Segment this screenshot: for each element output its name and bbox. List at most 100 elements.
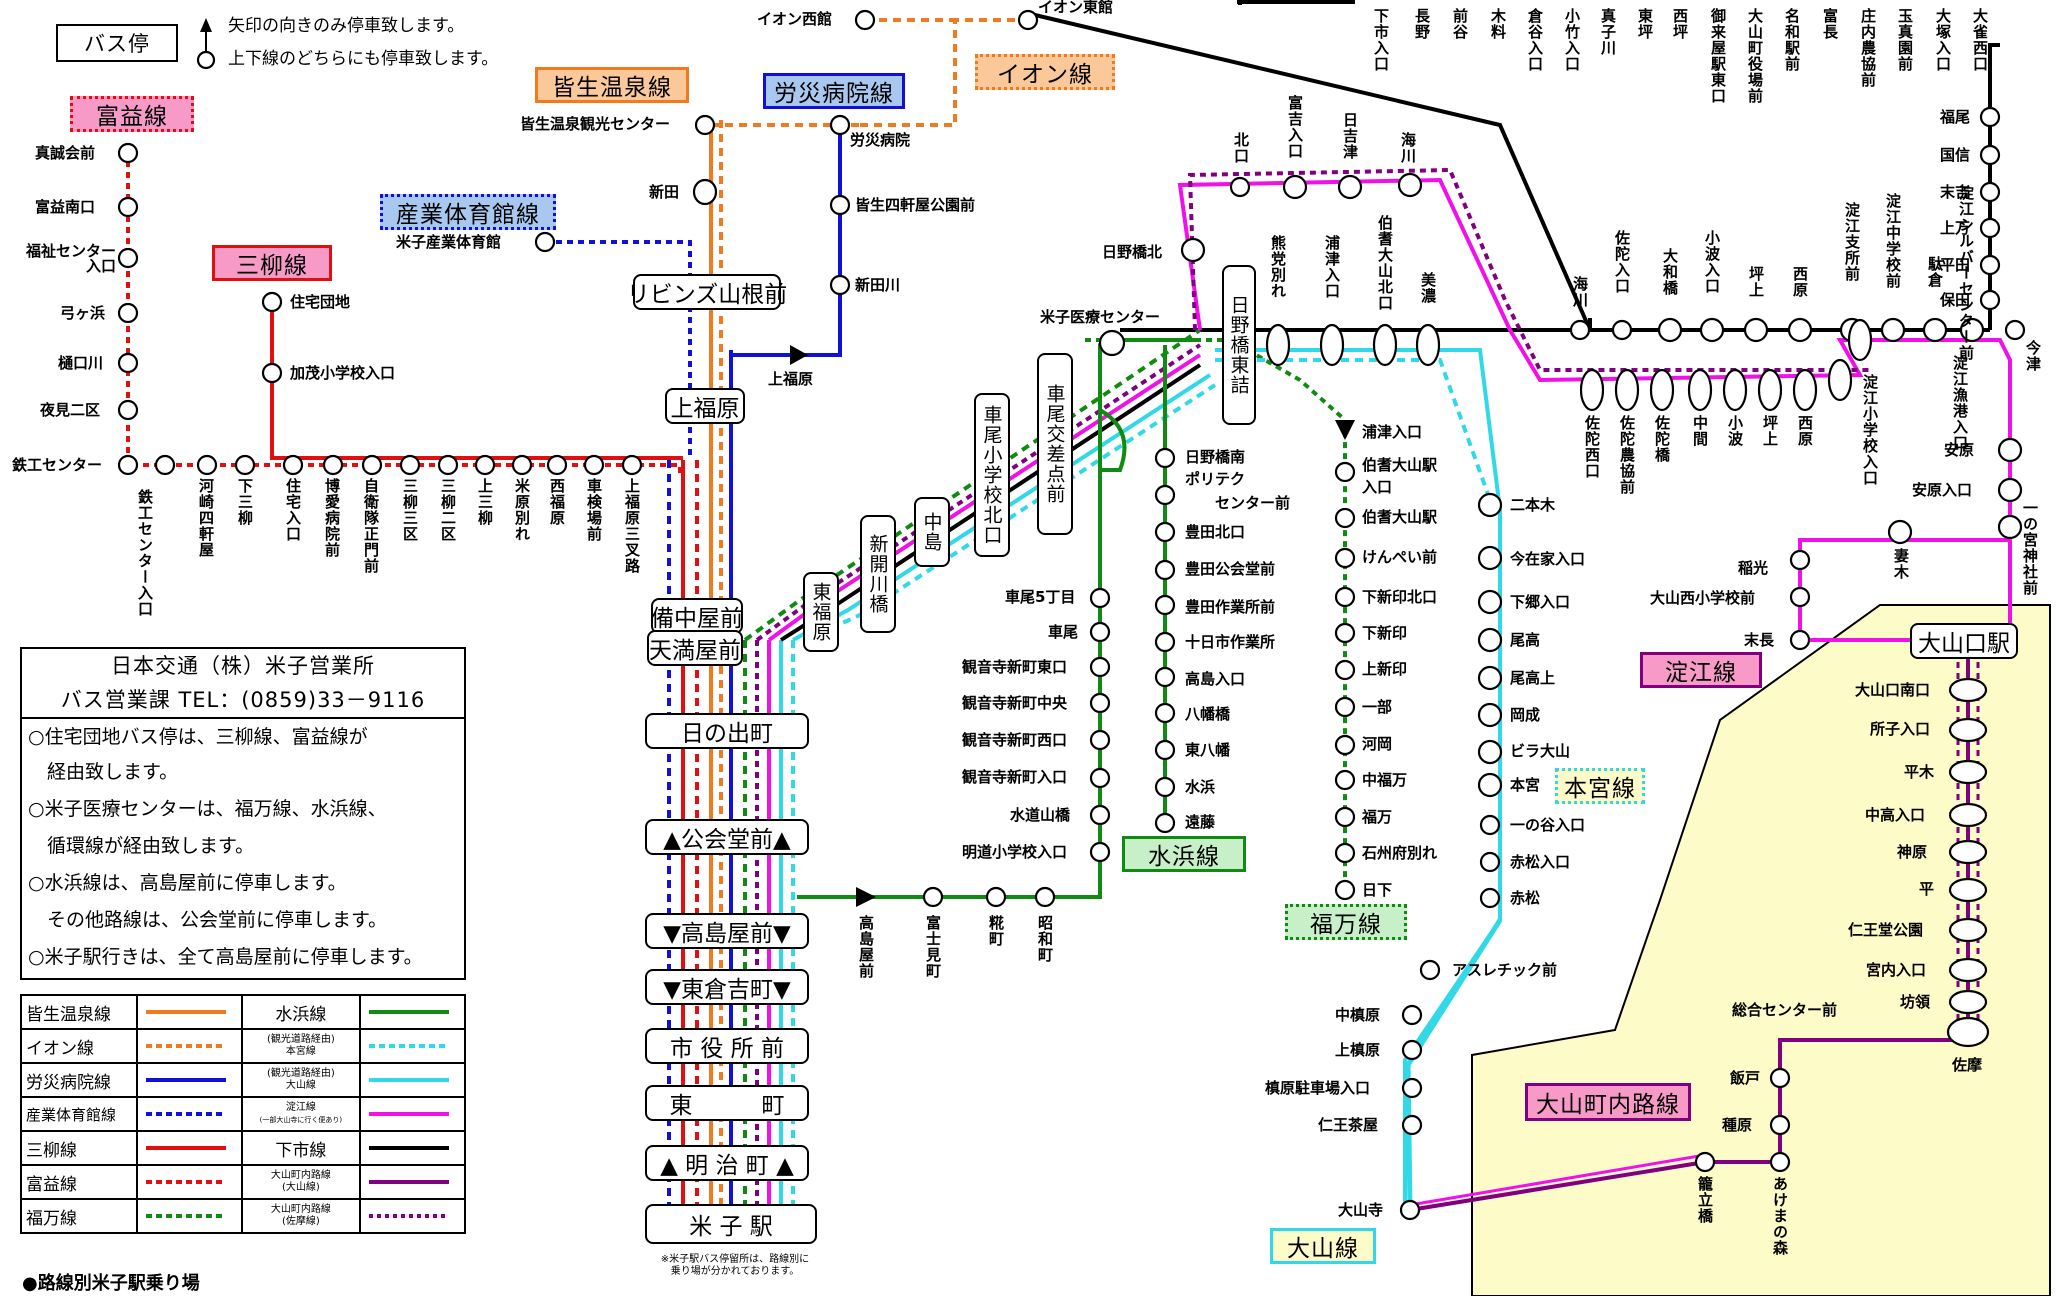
stop-motomiya: 本宮 — [1510, 776, 1541, 794]
vstop-kawasaki4: 河崎四軒屋 — [197, 478, 215, 558]
vstop-nakama: 中間 — [1691, 415, 1709, 447]
stop-imazaike: 今在家入口 — [1510, 550, 1586, 568]
vstop-shaken: 車検場前 — [585, 478, 603, 542]
stop-politech: ポリテク — [1185, 470, 1246, 488]
vstop-uratsu: 浦津入口 — [1323, 235, 1341, 299]
vstop-hokidaisen-kita: 伯耆大山北口 — [1376, 215, 1394, 311]
legend-fukuman: 福万線 — [20, 1198, 138, 1234]
vstop-takashimaya: 高島屋前 — [857, 915, 875, 979]
stop-jutaku: 住宅団地 — [290, 293, 351, 311]
stop-kannonji-naka: 観音寺新町中央 — [962, 694, 1068, 712]
vstop-obami2: 小波 — [1726, 415, 1744, 447]
vstop-tomicho: 富長 — [1821, 8, 1839, 40]
stop-toyota-sagyo: 豊田作業所前 — [1185, 598, 1276, 616]
vstop-nishifukuhara: 西福原 — [548, 478, 566, 526]
vstop-kurayoshi: 倉谷入口 — [1526, 8, 1544, 72]
stop-obataka: 尾高 — [1510, 631, 1541, 649]
note-line: その他路線は、公会堂前に停車します。 — [28, 909, 388, 931]
note-line: 経由致します。 — [28, 761, 179, 783]
stop-kamimakihara: 上槙原 — [1335, 1041, 1381, 1059]
stop-toyota-kita: 豊田北口 — [1185, 523, 1246, 541]
stop-kanbara: 神原 — [1897, 843, 1928, 861]
stop-kuzumo5: 車尾5丁目 — [1005, 588, 1076, 606]
stop-akamatsu-iri: 赤松入口 — [1510, 853, 1571, 871]
stop-inakura: 稲光 — [1738, 559, 1769, 577]
stop-shimoshinin: 下新印 — [1362, 624, 1408, 642]
tag-rosai: 労災病院線 — [763, 73, 905, 109]
route-aeon — [860, 18, 1025, 127]
stop-kamimanbo: 上万 — [1940, 219, 1971, 237]
stop-tomimasu-minami: 富益南口 — [35, 198, 96, 216]
stop-obataka-ue: 尾高上 — [1510, 669, 1556, 687]
company-tel: バス営業課 TEL：(0859)33－9116 — [60, 688, 426, 712]
vstop-mikuriya: 御来屋駅東口 — [1709, 8, 1727, 104]
stop-kuzumo: 車尾 — [1048, 623, 1079, 641]
box-kokaido: ▲公会堂前▲ — [645, 819, 809, 855]
stop-makihara-chusha: 槙原駐車場入口 — [1265, 1079, 1371, 1097]
box-higashimachi: 東 町 — [645, 1085, 809, 1121]
stop-kamifukuhara-arrow: 上福原 — [768, 370, 814, 388]
company-name: 日本交通（株）米子営業所 — [111, 654, 375, 678]
legend-aeon: イオン線 — [20, 1028, 138, 1064]
arrow-takashimaya — [856, 887, 876, 907]
tag-mizuhama: 水浜線 — [1122, 836, 1246, 872]
vstop-mitsuyanagi2: 三柳二区 — [439, 478, 457, 542]
stop-ichinotani: 一の谷入口 — [1510, 816, 1586, 834]
tag-yodoe: 淀江線 — [1640, 652, 1762, 688]
stop-shoshi: 所子入口 — [1870, 720, 1931, 738]
note-line: ○米子駅行きは、全て高島屋前に停車します。 — [28, 946, 423, 968]
stop-mizuhama: 水浜 — [1185, 778, 1216, 796]
stop-ishikawa: 石州府別れ — [1362, 844, 1438, 862]
stop-nihongi: 二本木 — [1510, 496, 1556, 514]
legend-mitsuyanagi: 三柳線 — [20, 1130, 138, 1166]
stop-markers — [117, 9, 2026, 1221]
box-daisenguchi: 大山口駅 — [1910, 623, 2018, 659]
route-mizuhama-loop — [1098, 345, 1167, 815]
stop-ichibu: 一部 — [1362, 698, 1393, 716]
vstop-tsumaki: 妻木 — [1892, 548, 1910, 580]
stop-kannonji-iri: 観音寺新町入口 — [962, 768, 1068, 786]
vstop-shonai: 庄内農協前 — [1859, 8, 1877, 88]
vstop-jutaku-iri: 住宅入口 — [284, 478, 302, 542]
vstop-yodoe-sho: 淀江小学校入口 — [1861, 374, 1879, 486]
box-takashimaya: ▼高島屋前▼ — [645, 913, 809, 949]
bus-stop-key: バス停 — [56, 24, 178, 62]
box-kamifukuhara: 上福原 — [665, 388, 745, 424]
vstop-sada-nokyo: 佐陀農協前 — [1618, 415, 1636, 495]
vstop-kaigawa: 海川 — [1399, 132, 1417, 164]
vstop-maedani: 前谷 — [1451, 8, 1469, 40]
vstop-kumato: 熊党別れ — [1269, 235, 1287, 299]
stop-meido: 明道小学校入口 — [962, 843, 1068, 861]
stop-hoki-daisen-eki: 伯耆大山駅 — [1362, 508, 1438, 526]
stop-aeon-higashi: イオン東館 — [1038, 0, 1114, 16]
stop-athletic: アスレチック前 — [1452, 961, 1558, 979]
company-info-panel: 日本交通（株）米子営業所 バス営業課 TEL：(0859)33－9116 ○住宅… — [20, 647, 466, 980]
stop-sueyoshi: 末吉 — [1940, 183, 1971, 201]
legend-kaike: 皆生温泉線 — [20, 994, 138, 1030]
vstop-daisencho-yakuba: 大山町役場前 — [1746, 8, 1764, 104]
box-yonago-station: 米 子 駅 — [645, 1204, 817, 1244]
vstop-yodoe-chu: 淀江中学校前 — [1884, 193, 1902, 289]
tag-tomimasu: 富益線 — [70, 96, 194, 132]
stop-niodo: 仁王堂公園 — [1848, 921, 1924, 939]
box-higashikurayoshi: ▼東倉吉町▼ — [645, 969, 809, 1005]
stop-daisenji: 大山寺 — [1338, 1201, 1384, 1219]
vstop-mitsuyanagi3: 三柳三区 — [401, 478, 419, 542]
note-line: 循環線が経由致します。 — [28, 835, 255, 857]
box-bicchuya: 備中屋前 — [651, 598, 743, 634]
stop-suenaga: 末長 — [1744, 631, 1775, 649]
legend-yodoe: 淀江線(一部大山寺に行く便あり) — [240, 1096, 361, 1132]
tag-motomiya: 本宮線 — [1555, 768, 1645, 804]
tag-aeon: イオン線 — [975, 54, 1115, 90]
vstop-osaki-nishi: 大雀西口 — [1971, 8, 1989, 72]
legend-daisen: (観光道路経由)大山線 — [240, 1062, 361, 1098]
vstop-yodoe-shisho: 淀江支所前 — [1843, 202, 1861, 282]
stop-fukuman: 福万 — [1362, 808, 1393, 826]
platform-note: ●路線別米子駅乗り場 — [22, 1273, 200, 1294]
stop-kuninobu: 国信 — [1940, 146, 1971, 164]
route-fukuman — [1085, 338, 1347, 895]
vstop-kamifukuhara3: 上福原三叉路 — [623, 478, 641, 574]
stop-nakafukuman: 中福万 — [1362, 771, 1408, 789]
vstop-nishibara2: 西原 — [1796, 415, 1814, 447]
vstop-kiryo: 木料 — [1489, 8, 1507, 40]
